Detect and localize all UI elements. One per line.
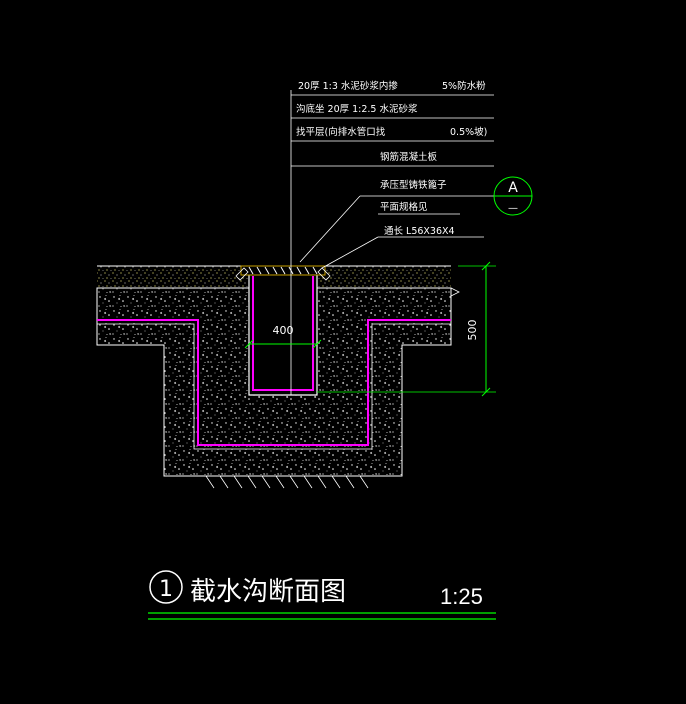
waterproof-layer-inner [97, 323, 451, 450]
note-5-left: 承压型铸铁篦子 [380, 179, 447, 191]
detail-ref-sub: — [508, 203, 518, 214]
title-text: 截水沟断面图 [190, 577, 346, 607]
break-line [450, 287, 460, 297]
detail-ref-letter: A [508, 180, 518, 196]
channel-void [249, 272, 317, 395]
ground-hatch [205, 475, 369, 489]
note-3-right: 0.5%坡) [450, 126, 487, 138]
depth-dim-tick-bottom [481, 387, 491, 397]
note-1-right: 5%防水粉 [442, 80, 486, 92]
note-4-left: 钢筋混凝土板 [380, 151, 438, 163]
note-2-left: 沟底坐 20厚 1:2.5 水泥砂浆 [296, 103, 418, 115]
depth-dim-tick-top [481, 261, 491, 271]
width-dim-tick-left [244, 339, 254, 349]
title-number-circle [149, 570, 183, 604]
waterproof-layer-outer [97, 319, 451, 446]
note-6-left: 平面规格见 [380, 201, 428, 213]
note-3-left: 找平层(向排水管口找 [296, 126, 386, 138]
depth-dim-text: 500 [466, 320, 479, 341]
grate-bars [248, 266, 318, 275]
title-scale: 1:25 [440, 584, 483, 609]
leader-grate [299, 195, 361, 263]
width-dim-tick-right [312, 339, 322, 349]
angle-steel-right [317, 267, 331, 281]
leader-angle [321, 236, 379, 269]
channel-outline [248, 272, 318, 396]
angle-steel-left [235, 267, 249, 281]
width-dim-text: 400 [273, 324, 294, 337]
channel-lining [252, 276, 314, 391]
note-1-left: 20厚 1:3 水泥砂浆内掺 [298, 80, 398, 92]
note-7-left: 通长 L56X36X4 [384, 225, 455, 237]
title-number: 1 [159, 577, 173, 602]
